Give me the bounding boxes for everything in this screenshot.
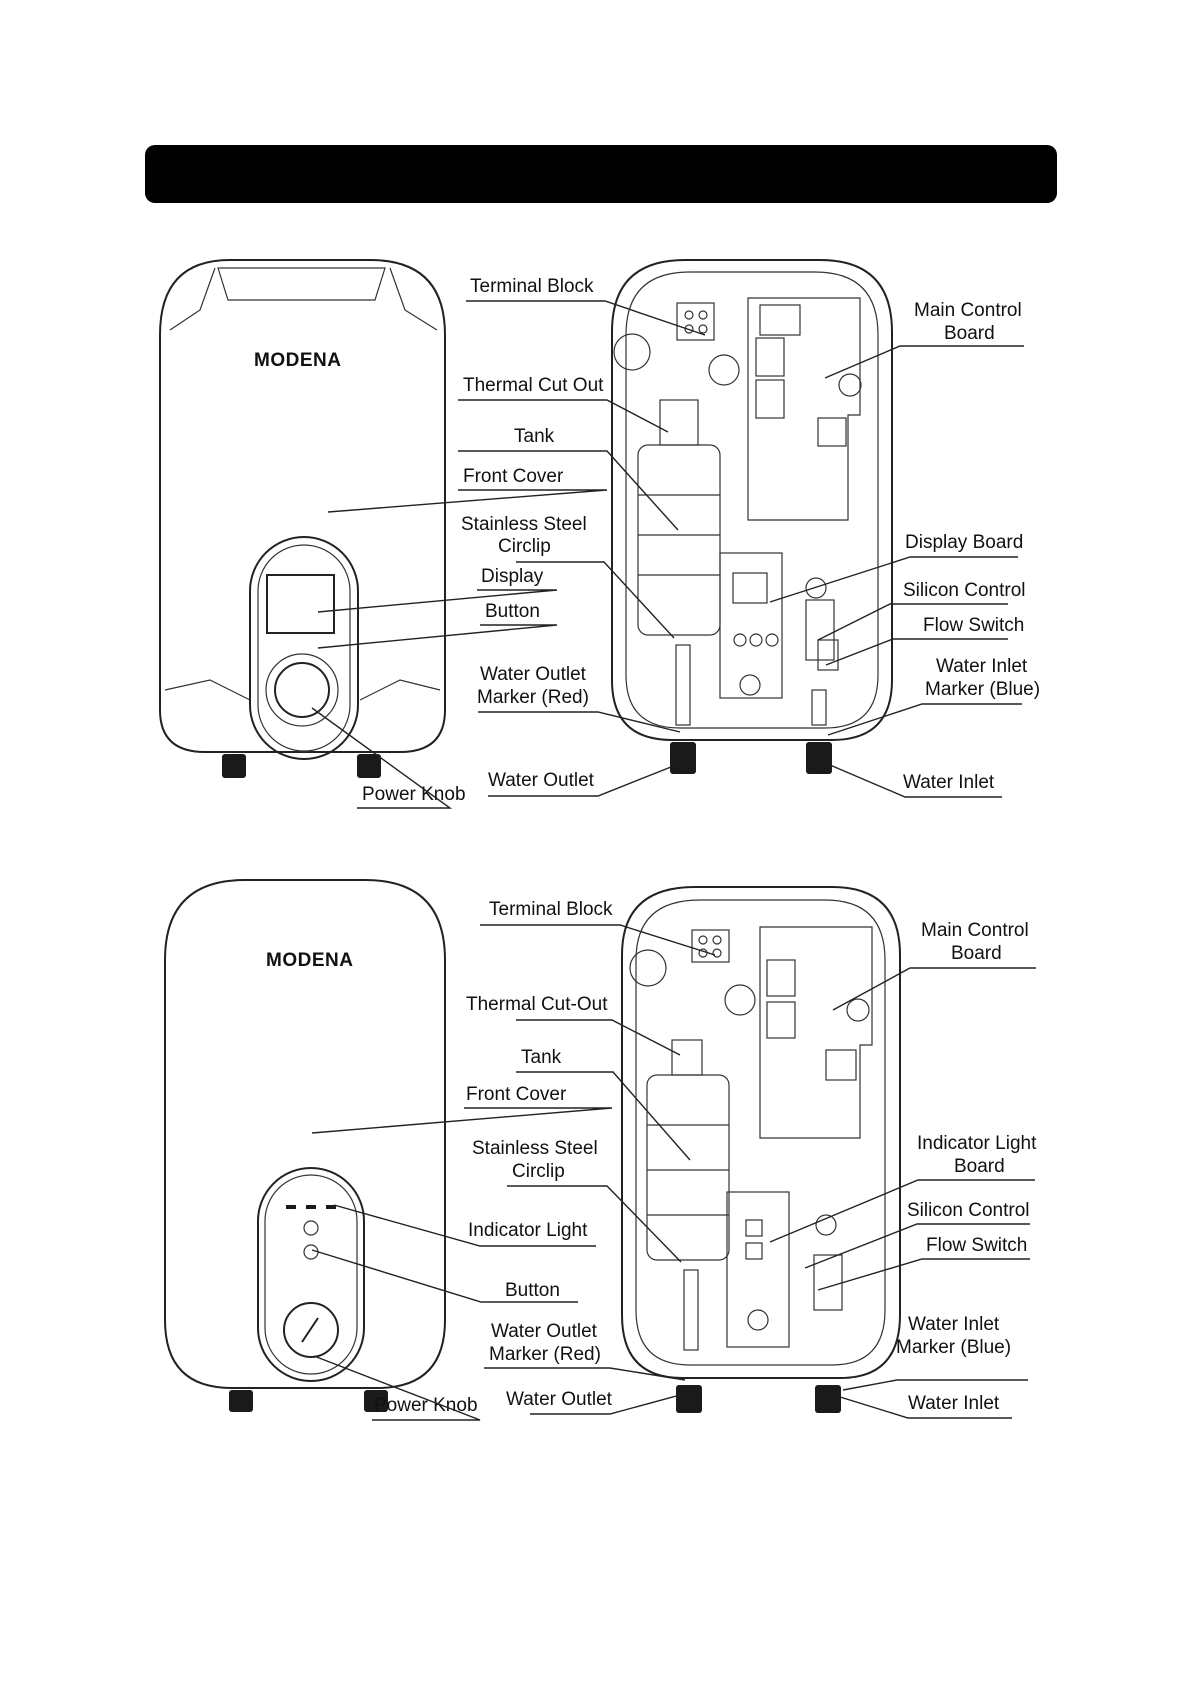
front-view-1: MODENA [159,259,446,778]
leader-lines-1 [311,300,1024,809]
label-terminal-block-2: Terminal Block [489,899,613,920]
label-water-inlet-marker-1: Water Inlet [936,656,1028,677]
label-water-outlet-marker-2-2: Marker (Red) [489,1344,601,1365]
water-outlet-pipe-2 [676,1385,702,1413]
label-main-control-board-2-2: Board [951,943,1002,964]
label-thermal-cut-out-2: Thermal Cut-Out [466,994,608,1015]
label-button: Button [485,601,540,622]
label-front-cover: Front Cover [463,466,564,487]
title-bar [145,145,1057,203]
label-water-outlet: Water Outlet [488,770,595,791]
label-indicator-light-2: Indicator Light [468,1220,588,1241]
label-silicon-control-2: Silicon Control [907,1200,1030,1221]
front-view-2: MODENA [164,879,446,1412]
label-terminal-block: Terminal Block [470,276,594,297]
diagram-2: MODENA [164,879,1037,1421]
internal-view-1 [611,259,893,774]
label-water-inlet-marker-2-1: Water Inlet [908,1314,1000,1335]
water-outlet-pipe [670,742,696,774]
label-water-inlet-marker-2-2: Marker (Blue) [896,1337,1011,1358]
label-main-control-board-1: Main Control [914,300,1022,321]
water-inlet-pipe-2 [815,1385,841,1413]
water-inlet-pipe [806,742,832,774]
label-front-cover-2: Front Cover [466,1084,567,1105]
display-screen [266,574,335,634]
diagram-1: MODENA [159,259,1040,809]
label-water-outlet-2: Water Outlet [506,1389,613,1410]
label-water-inlet: Water Inlet [903,772,995,793]
label-flow-switch-2: Flow Switch [926,1235,1027,1256]
label-stainless-steel-circlip-1: Stainless Steel [461,514,587,535]
label-water-outlet-marker-2-1: Water Outlet [491,1321,598,1342]
label-stainless-steel-circlip-2: Circlip [498,536,551,557]
brand-logo-2: MODENA [266,950,353,971]
label-button-2: Button [505,1280,560,1301]
label-tank: Tank [514,426,555,447]
label-power-knob-2: Power Knob [374,1395,478,1416]
label-main-control-board-2: Board [944,323,995,344]
brand-logo: MODENA [254,350,341,371]
label-tank-2: Tank [521,1047,562,1068]
label-stainless-steel-circlip-2-1: Stainless Steel [472,1138,598,1159]
right-foot-2 [364,1390,388,1412]
label-display: Display [481,566,544,587]
label-water-inlet-2: Water Inlet [908,1393,1000,1414]
left-foot [222,754,246,778]
leader-lines-2 [311,924,1036,1421]
label-flow-switch: Flow Switch [923,615,1024,636]
label-water-outlet-marker-1: Water Outlet [480,664,587,685]
left-foot-2 [229,1390,253,1412]
label-indicator-light-board-1: Indicator Light [917,1133,1037,1154]
label-thermal-cut-out: Thermal Cut Out [463,375,604,396]
power-knob-dial[interactable] [274,662,330,718]
right-foot [357,754,381,778]
label-silicon-control: Silicon Control [903,580,1026,601]
label-display-board: Display Board [905,532,1023,553]
label-main-control-board-2-1: Main Control [921,920,1029,941]
label-water-inlet-marker-2: Marker (Blue) [925,679,1040,700]
internal-view-2 [621,886,901,1413]
power-knob-dial-2[interactable] [283,1302,339,1358]
label-indicator-light-board-2: Board [954,1156,1005,1177]
label-stainless-steel-circlip-2-2: Circlip [512,1161,565,1182]
label-water-outlet-marker-2: Marker (Red) [477,687,589,708]
label-power-knob: Power Knob [362,784,466,805]
